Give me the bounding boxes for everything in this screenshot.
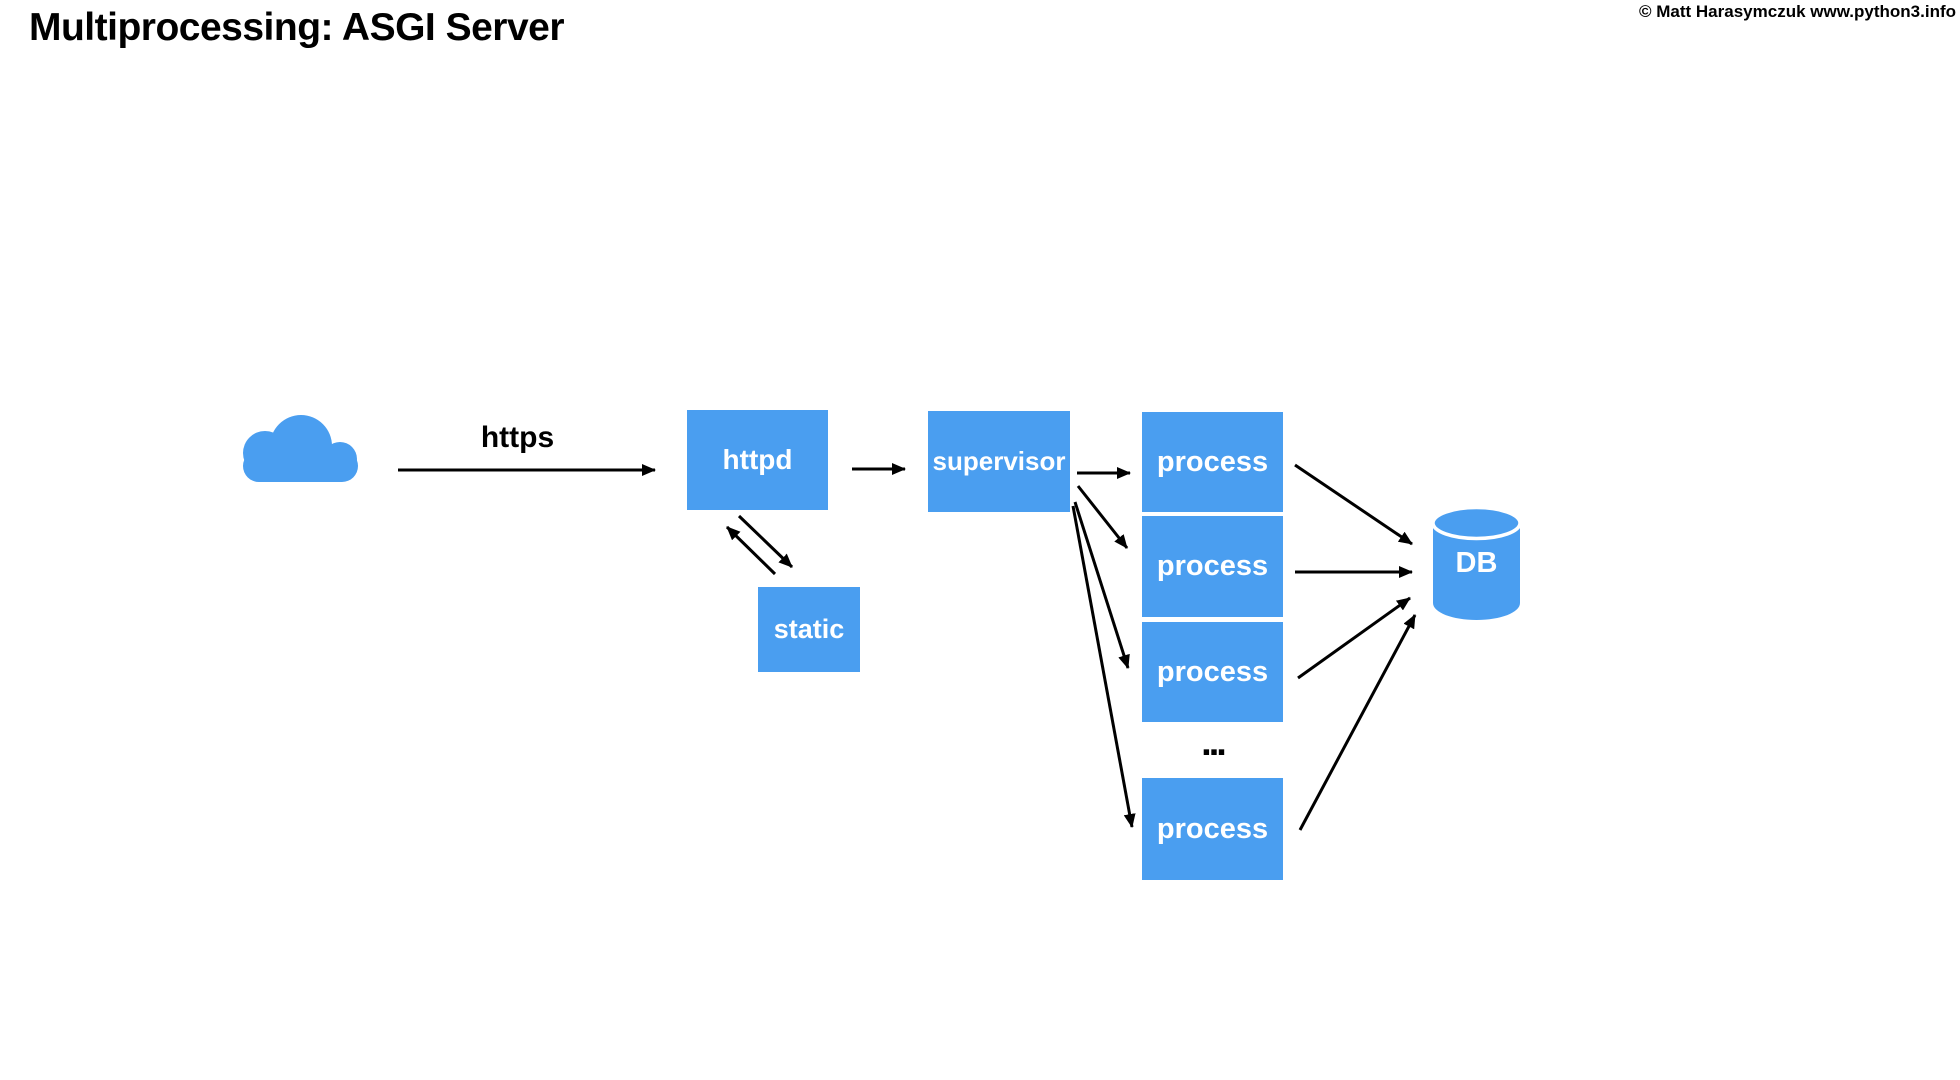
node-httpd: httpd	[687, 410, 828, 510]
node-db: DB	[1431, 505, 1522, 620]
copyright-notice: © Matt Harasymczuk www.python3.info	[1639, 2, 1956, 21]
node-process-3: process	[1142, 622, 1283, 722]
arrow-process-1-to-db	[1294, 463, 1413, 546]
cloud-icon	[243, 415, 358, 482]
node-process-4-label: process	[1156, 812, 1269, 845]
page-title: Multiprocessing: ASGI Server	[29, 6, 565, 49]
arrow-supervisor-to-process-2	[1076, 485, 1129, 549]
node-supervisor: supervisor	[928, 411, 1070, 512]
node-process-3-label: process	[1156, 655, 1269, 688]
internet-cloud	[240, 415, 358, 482]
arrow-process-3-to-db	[1297, 596, 1411, 680]
node-httpd-label: httpd	[722, 444, 793, 475]
more-processes-ellipsis: ...	[1201, 722, 1227, 764]
node-process-2: process	[1142, 516, 1283, 617]
arrow-process-4-to-db	[1298, 614, 1417, 831]
node-supervisor-label: supervisor	[932, 446, 1066, 476]
arrow-static-to-httpd	[725, 525, 777, 576]
https-edge-label: https	[480, 421, 555, 454]
database-cylinder-icon	[1431, 505, 1522, 620]
arrow-supervisor-to-process-4	[1071, 505, 1136, 828]
node-db-label: DB	[1455, 547, 1498, 579]
node-process-4: process	[1142, 778, 1283, 880]
node-process-1-label: process	[1156, 445, 1269, 478]
arrow-supervisor-to-process-3	[1073, 501, 1130, 669]
node-process-1: process	[1142, 412, 1283, 512]
node-static: static	[758, 587, 860, 672]
node-static-label: static	[773, 614, 845, 644]
arrow-httpd-to-static	[737, 514, 794, 569]
node-process-2-label: process	[1156, 550, 1269, 582]
